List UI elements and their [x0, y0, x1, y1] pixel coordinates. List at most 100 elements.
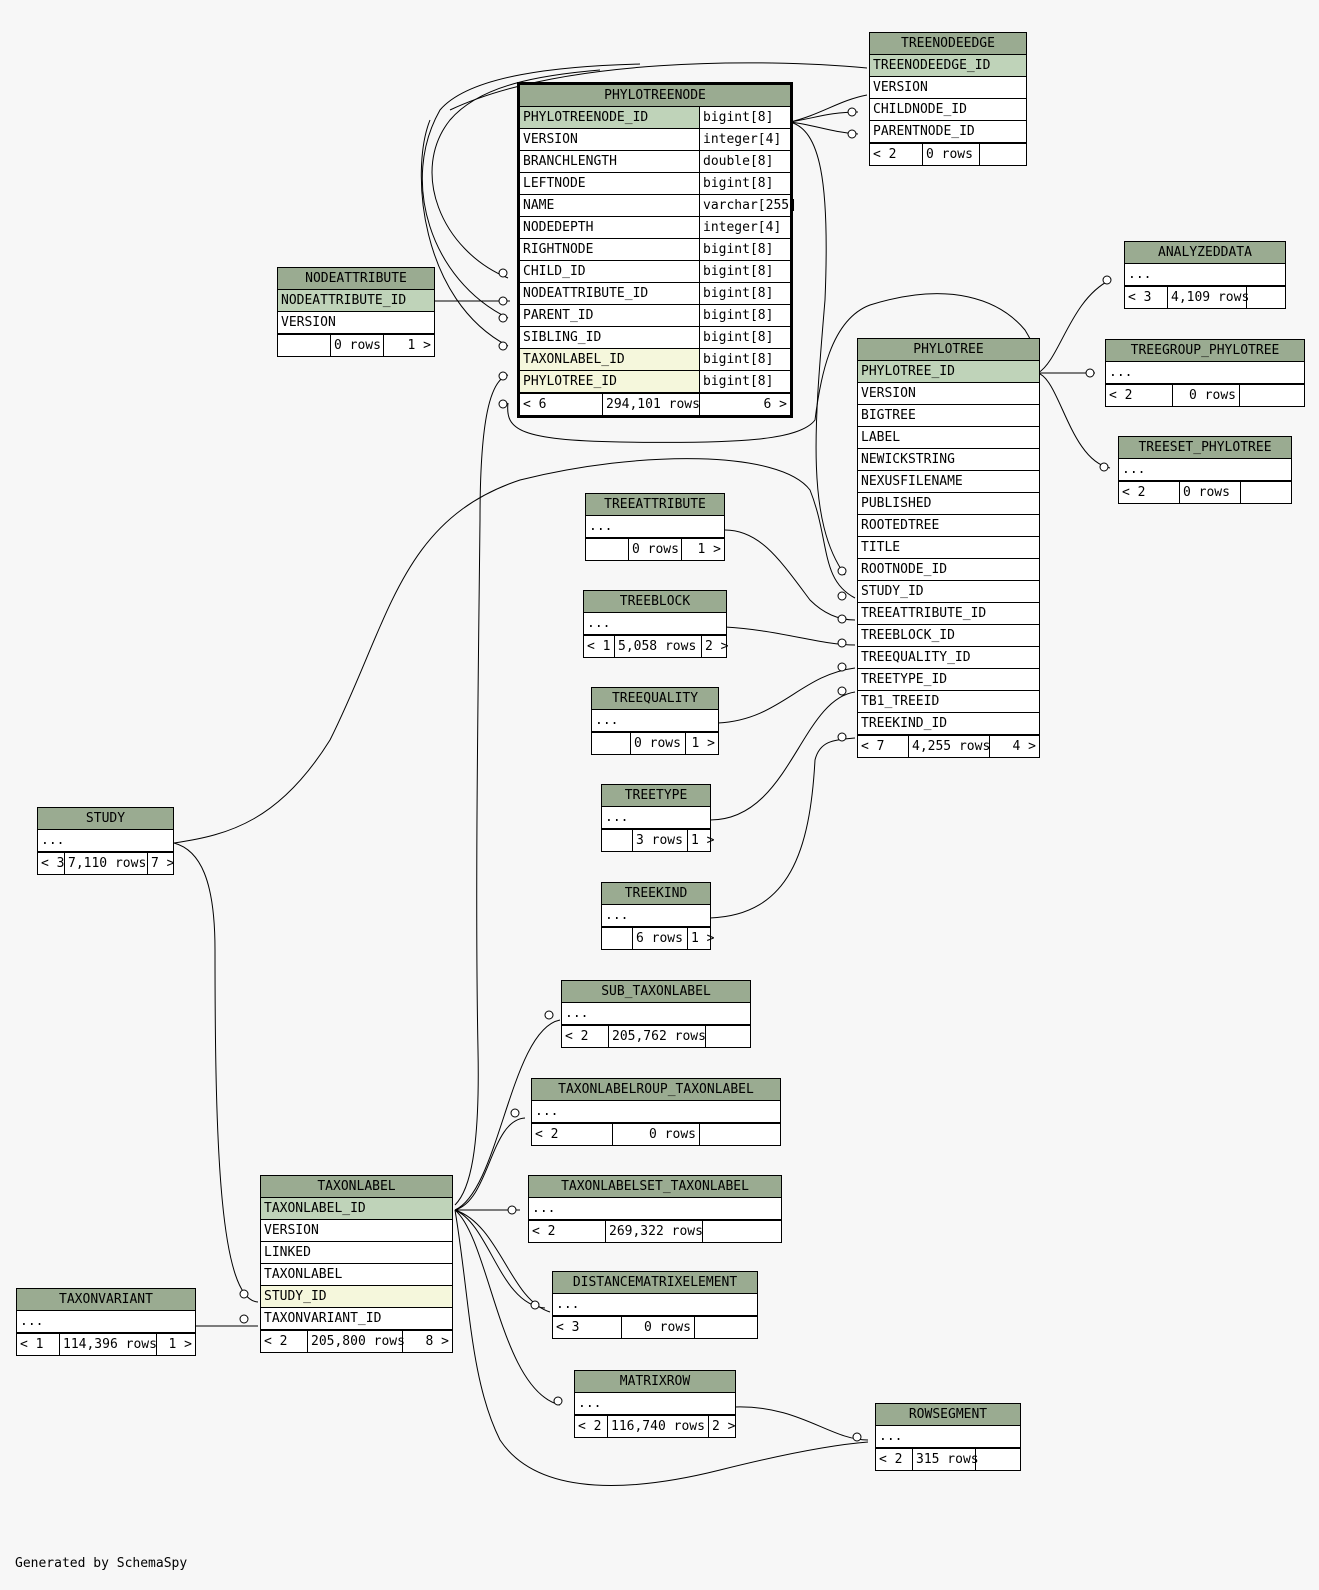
table-title: ROWSEGMENT: [875, 1403, 1021, 1426]
table-treeattribute[interactable]: TREEATTRIBUTE ... 0 rows 1 >: [585, 493, 725, 561]
child-count: 7 >: [147, 852, 174, 875]
parent-count: [601, 927, 633, 950]
row-count: 0 rows: [621, 1316, 695, 1339]
table-title: ANALYZEDDATA: [1124, 241, 1286, 264]
child-count: [975, 1448, 1021, 1471]
column-row: ...: [875, 1425, 1021, 1448]
column-row: ...: [16, 1310, 196, 1333]
column-row: ...: [1124, 263, 1286, 286]
child-count: 1 >: [383, 334, 435, 357]
column-type: bigint[8]: [699, 326, 791, 349]
row-count: 0 rows: [628, 538, 682, 561]
table-treequality[interactable]: TREEQUALITY ... 0 rows 1 >: [591, 687, 719, 755]
table-treenodeedge[interactable]: TREENODEEDGE TREENODEEDGE_ID VERSION CHI…: [869, 32, 1027, 166]
child-count: 2 >: [708, 1415, 736, 1438]
column-row: ...: [552, 1293, 758, 1316]
child-count: 1 >: [687, 829, 714, 852]
table-distancematrixelement[interactable]: DISTANCEMATRIXELEMENT ... < 3 0 rows: [552, 1271, 758, 1339]
column-row: ...: [1118, 458, 1292, 481]
column-name: CHILD_ID: [519, 260, 700, 283]
column-name: RIGHTNODE: [519, 238, 700, 261]
column-type: bigint[8]: [699, 348, 791, 371]
column-row: ...: [574, 1392, 736, 1415]
table-title: TREEATTRIBUTE: [585, 493, 725, 516]
row-count: 0 rows: [1172, 384, 1240, 407]
row-count: 6 rows: [632, 927, 688, 950]
table-sub-taxonlabel[interactable]: SUB_TAXONLABEL ... < 2 205,762 rows: [561, 980, 751, 1048]
column-type: bigint[8]: [699, 172, 791, 195]
table-title: NODEATTRIBUTE: [277, 267, 435, 290]
table-treegroup-phylotree[interactable]: TREEGROUP_PHYLOTREE ... < 2 0 rows: [1105, 339, 1305, 407]
column-row: PUBLISHED: [857, 492, 1040, 515]
parent-count: < 2: [531, 1123, 613, 1146]
child-count: 4 >: [989, 735, 1040, 758]
column-row: LINKED: [260, 1241, 453, 1264]
column-row: TAXONLABEL_ID: [260, 1197, 453, 1220]
table-treekind[interactable]: TREEKIND ... 6 rows 1 >: [601, 882, 714, 950]
table-matrixrow[interactable]: MATRIXROW ... < 2 116,740 rows 2 >: [574, 1370, 736, 1438]
column-row: TREENODEEDGE_ID: [869, 54, 1027, 77]
table-treeblock[interactable]: TREEBLOCK ... < 1 5,058 rows 2 >: [583, 590, 728, 658]
child-count: 1 >: [681, 538, 725, 561]
parent-count: [591, 732, 631, 755]
column-row: PHYLOTREE_ID: [857, 360, 1040, 383]
column-row: ...: [585, 515, 725, 538]
column-row: ...: [583, 612, 727, 635]
table-treetype[interactable]: TREETYPE ... 3 rows 1 >: [601, 784, 714, 852]
child-count: 1 >: [685, 732, 719, 755]
table-title: TREETYPE: [601, 784, 711, 807]
column-name: NAME: [519, 194, 700, 217]
row-count: 4,255 rows: [908, 735, 990, 758]
column-row: VERSION: [869, 76, 1027, 99]
column-name: SIBLING_ID: [519, 326, 700, 349]
row-count: 205,800 rows: [307, 1330, 405, 1353]
table-title: MATRIXROW: [574, 1370, 736, 1393]
column-row: VERSION: [857, 382, 1040, 405]
table-taxonvariant[interactable]: TAXONVARIANT ... < 1 114,396 rows 1 >: [16, 1288, 196, 1356]
table-phylotree[interactable]: PHYLOTREE PHYLOTREE_ID VERSION BIGTREE L…: [857, 338, 1040, 758]
table-nodeattribute[interactable]: NODEATTRIBUTE NODEATTRIBUTE_ID VERSION 0…: [277, 267, 435, 357]
column-name: PHYLOTREENODE_ID: [519, 106, 700, 129]
column-row: NEXUSFILENAME: [857, 470, 1040, 493]
parent-count: < 2: [574, 1415, 608, 1438]
table-title: STUDY: [37, 807, 174, 830]
row-count: 116,740 rows: [607, 1415, 709, 1438]
child-count: 8 >: [402, 1330, 453, 1353]
column-row: TB1_TREEID: [857, 690, 1040, 713]
table-taxonlabelgroup-taxonlabel[interactable]: TAXONLABELROUP_TAXONLABEL ... < 2 0 rows: [531, 1078, 781, 1146]
column-row: PARENTNODE_ID: [869, 120, 1027, 143]
table-title: TREEBLOCK: [583, 590, 727, 613]
column-row: BIGTREE: [857, 404, 1040, 427]
table-taxonlabelset-taxonlabel[interactable]: TAXONLABELSET_TAXONLABEL ... < 2 269,322…: [528, 1175, 782, 1243]
row-count: 0 rows: [1179, 481, 1241, 504]
table-title: TAXONLABEL: [260, 1175, 453, 1198]
row-count: 0 rows: [630, 732, 686, 755]
table-title: TREEGROUP_PHYLOTREE: [1105, 339, 1305, 362]
column-row: TREETYPE_ID: [857, 668, 1040, 691]
column-row: ROOTNODE_ID: [857, 558, 1040, 581]
column-name: PARENT_ID: [519, 304, 700, 327]
table-taxonlabel[interactable]: TAXONLABEL TAXONLABEL_ID VERSION LINKED …: [260, 1175, 453, 1353]
column-row: TREEKIND_ID: [857, 712, 1040, 735]
child-count: [1240, 481, 1292, 504]
column-row: TREEATTRIBUTE_ID: [857, 602, 1040, 625]
table-study[interactable]: STUDY ... < 3 7,110 rows 7 >: [37, 807, 174, 875]
column-row: LABEL: [857, 426, 1040, 449]
column-row: ...: [528, 1197, 782, 1220]
column-row: VERSION: [260, 1219, 453, 1242]
child-count: [705, 1025, 751, 1048]
table-analyzeddata[interactable]: ANALYZEDDATA ... < 3 4,109 rows: [1124, 241, 1286, 309]
column-row: ...: [601, 806, 711, 829]
row-count: 205,762 rows: [608, 1025, 706, 1048]
table-rowsegment[interactable]: ROWSEGMENT ... < 2 315 rows: [875, 1403, 1021, 1471]
parent-count: [585, 538, 629, 561]
child-count: [694, 1316, 758, 1339]
parent-count: < 2: [1105, 384, 1173, 407]
child-count: [1246, 286, 1286, 309]
row-count: 114,396 rows: [59, 1333, 157, 1356]
table-treeset-phylotree[interactable]: TREESET_PHYLOTREE ... < 2 0 rows: [1118, 436, 1292, 504]
table-title: TAXONLABELROUP_TAXONLABEL: [531, 1078, 781, 1101]
generated-by-footer: Generated by SchemaSpy: [15, 1556, 188, 1571]
